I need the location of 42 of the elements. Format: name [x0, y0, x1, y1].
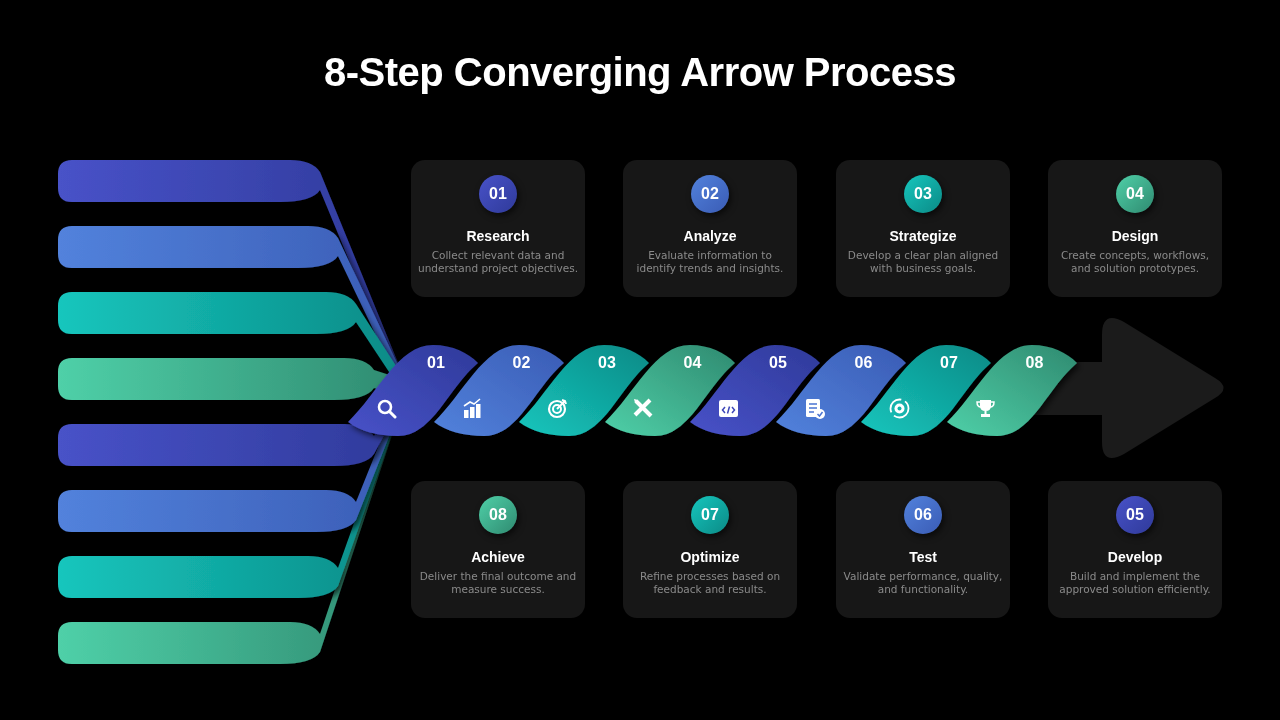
- step-title: Achieve: [470, 549, 526, 565]
- step-card: [836, 481, 1010, 618]
- step-description: Validate performance, quality, and functionality.: [842, 570, 1004, 596]
- step-title: Analyze: [682, 228, 738, 244]
- step-description: Develop a clear plan aligned with business goals.: [846, 249, 1000, 275]
- step-number: 07: [939, 354, 959, 372]
- leaf-segment: [348, 343, 478, 438]
- step-title: Research: [465, 228, 531, 244]
- step-card: [411, 481, 585, 618]
- title: 8-Step Converging Arrow Process: [322, 50, 958, 95]
- step-description: Evaluate information to identify trends and insights.: [635, 249, 785, 275]
- step-description: Deliver the final outcome and measure success.: [418, 570, 578, 596]
- step-description: Refine processes based on feedback and results.: [638, 570, 782, 596]
- step-number-badge: 01: [479, 175, 517, 213]
- step-card: [1048, 160, 1222, 297]
- step-number-badge: 04: [1116, 175, 1154, 213]
- step-title: Design: [1110, 228, 1160, 244]
- step-card: [1048, 481, 1222, 618]
- step-title: Strategize: [888, 228, 958, 244]
- step-number: 01: [426, 354, 446, 372]
- step-card: [836, 160, 1010, 297]
- step-number: 06: [853, 354, 874, 372]
- step-title: Test: [908, 549, 938, 565]
- step-number: 08: [1024, 354, 1045, 372]
- step-number-badge: 03: [904, 175, 942, 213]
- step-description: Collect relevant data and understand project objectives.: [417, 249, 579, 275]
- step-title: Develop: [1106, 549, 1164, 565]
- step-card: [623, 160, 797, 297]
- step-card: [623, 481, 797, 618]
- step-number: 04: [682, 354, 703, 372]
- step-description: Create concepts, workflows, and solution prototypes.: [1059, 249, 1211, 275]
- step-number: 02: [511, 354, 532, 372]
- step-number-badge: 07: [691, 496, 729, 534]
- step-description: Build and implement the approved solution efficiently.: [1058, 570, 1212, 596]
- step-number-badge: 06: [904, 496, 942, 534]
- step-number-badge: 02: [691, 175, 729, 213]
- step-number: 05: [768, 354, 788, 372]
- step-number-badge: 05: [1116, 496, 1154, 534]
- step-title: Optimize: [679, 549, 741, 565]
- step-number: 03: [597, 354, 617, 372]
- step-card: [411, 160, 585, 297]
- step-number-badge: 08: [479, 496, 517, 534]
